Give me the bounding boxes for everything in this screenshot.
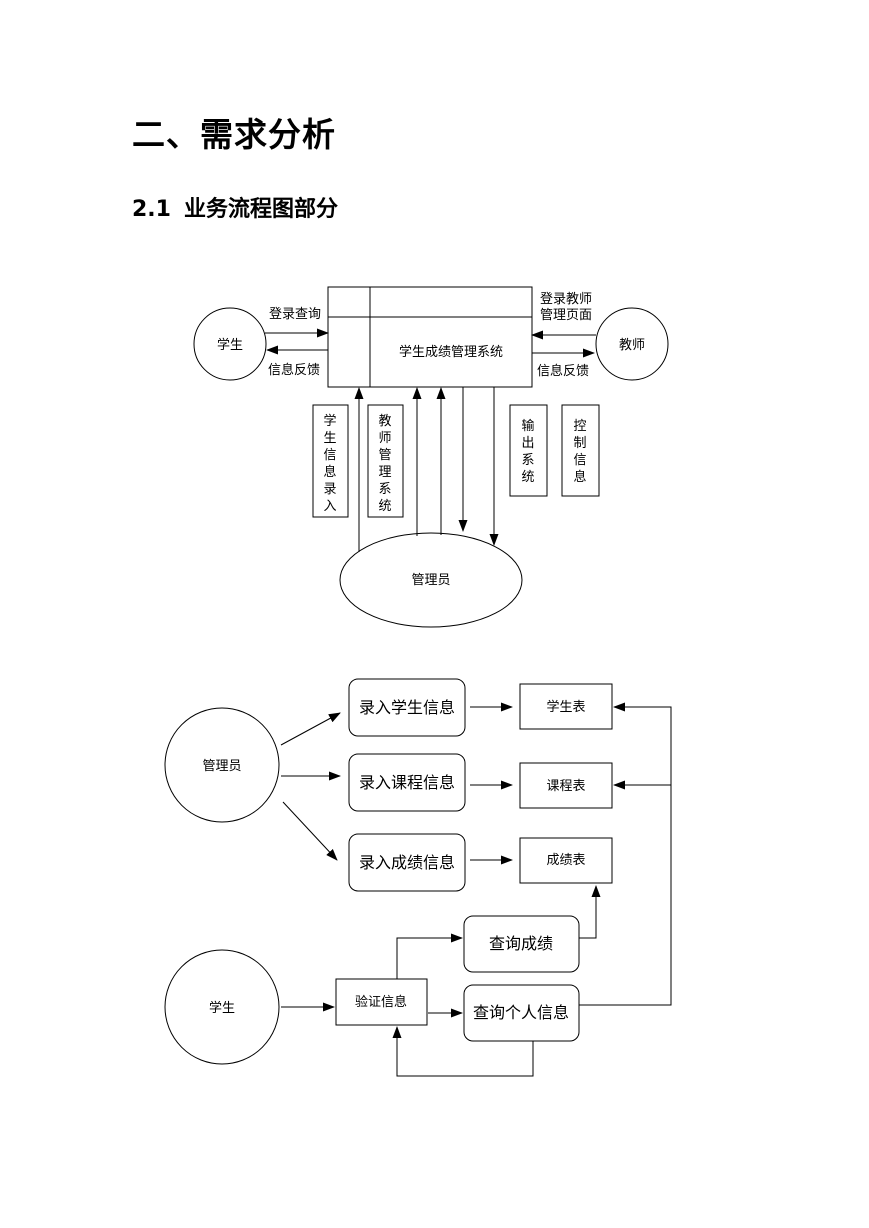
diagram1-labels: 学生 教师 学生成绩管理系统 管理员 登录查询 信息反馈 登录教师 管理页面 信… (217, 291, 645, 588)
vlabel1-char: 入 (323, 499, 336, 514)
business-overview-diagram (193, 286, 669, 628)
student-label-2: 学生 (209, 1000, 235, 1016)
section-title: 业务流程图部分 (184, 197, 339, 222)
vlabel1-char: 学 (323, 413, 336, 429)
admin-label: 管理员 (411, 573, 450, 588)
vlabel3-char: 系 (521, 453, 534, 468)
admin-entity-2 (164, 707, 280, 823)
vlabel2-char: 管 (378, 448, 391, 463)
enter-student-info-label: 录入学生信息 (359, 698, 455, 717)
query-score-label: 查询成绩 (489, 934, 553, 953)
label-box-output-system (509, 404, 548, 497)
system-label: 学生成绩管理系统 (399, 344, 503, 360)
feedback-left-label: 信息反馈 (268, 362, 320, 378)
vlabel2-char: 理 (378, 465, 391, 480)
vlabel3-char: 统 (521, 470, 534, 485)
teacher-entity (595, 307, 669, 381)
login-query-label: 登录查询 (269, 307, 321, 322)
vlabel2-char: 师 (378, 431, 391, 446)
score-table-label: 成绩表 (546, 853, 585, 868)
query-score-box (463, 915, 580, 973)
label-box-student-entry (312, 404, 349, 518)
student-entity (193, 307, 267, 381)
teacher-label: 教师 (619, 337, 645, 353)
vlabel4-char: 息 (573, 469, 586, 485)
label-box-teacher-system (367, 404, 404, 518)
course-table-box (519, 762, 613, 809)
detail-flow-diagram (164, 678, 672, 1077)
vlabel2-char: 系 (378, 482, 391, 497)
vlabel1-char: 录 (323, 482, 336, 497)
query-personal-info-label: 查询个人信息 (473, 1003, 569, 1022)
enter-score-info-label: 录入成绩信息 (359, 853, 455, 872)
score-table-box (519, 837, 613, 884)
diagram2-labels: 管理员 学生 录入学生信息 录入课程信息 录入成绩信息 学生表 课程表 成绩表 … (202, 698, 585, 1022)
student-table-box (519, 683, 613, 730)
section-number: 2.1 (132, 197, 171, 222)
vlabel2-char: 教 (378, 413, 391, 429)
vlabel4-char: 信 (573, 453, 586, 468)
enter-course-info-box (348, 753, 466, 812)
section-heading: 2.1 业务流程图部分 (132, 191, 338, 223)
verify-info-box (335, 978, 428, 1026)
vlabel3-char: 出 (521, 436, 534, 451)
verify-info-label: 验证信息 (355, 994, 407, 1010)
enter-course-info-label: 录入课程信息 (359, 773, 455, 792)
system-box (327, 286, 533, 388)
admin-label-2: 管理员 (202, 759, 241, 774)
student-entity-2 (164, 949, 280, 1065)
vlabel4-char: 控 (573, 419, 586, 434)
vlabel1-char: 息 (323, 464, 336, 480)
label-box-control-info (561, 404, 600, 497)
enter-score-info-box (348, 833, 466, 892)
student-label: 学生 (217, 337, 243, 353)
page-heading: 二、需求分析 (132, 115, 336, 154)
login-teacher-label-2: 管理页面 (540, 308, 592, 323)
vlabel2-char: 统 (378, 499, 391, 514)
feedback-right-label: 信息反馈 (537, 363, 589, 379)
enter-student-info-box (348, 678, 466, 737)
vlabel1-char: 信 (323, 448, 336, 463)
login-teacher-label-1: 登录教师 (540, 291, 592, 307)
course-table-label: 课程表 (546, 779, 585, 794)
vlabel4-char: 制 (573, 436, 586, 451)
query-personal-info-box (463, 984, 580, 1042)
student-table-label: 学生表 (546, 699, 585, 715)
vlabel3-char: 输 (521, 418, 534, 434)
admin-entity (339, 532, 523, 628)
vlabel1-char: 生 (323, 431, 336, 446)
